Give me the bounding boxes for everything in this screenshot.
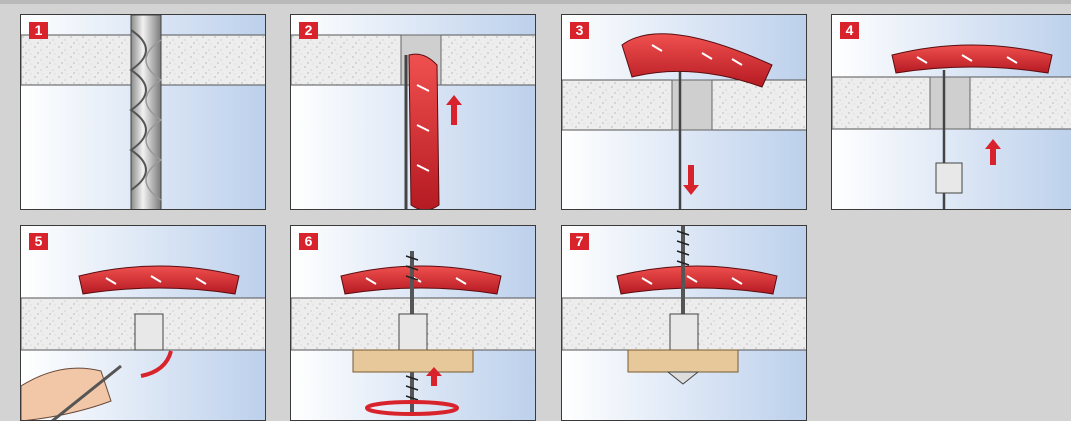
step-number-badge: 3 <box>570 22 589 39</box>
screw-fixture-illustration <box>291 226 535 420</box>
step-number-badge: 5 <box>29 233 48 250</box>
step-panel-4: 4 <box>831 14 1071 210</box>
step-number-badge: 2 <box>299 22 318 39</box>
step-panel-2: 2 <box>290 14 536 210</box>
step-number-badge: 6 <box>299 233 318 250</box>
installed-anchor-illustration <box>562 226 806 420</box>
drill-bit-illustration <box>21 15 265 209</box>
anchor-insert-illustration <box>291 15 535 209</box>
step-panel-1: 1 <box>20 14 266 210</box>
step-number-badge: 7 <box>570 233 589 250</box>
step-panel-7: 7 <box>561 225 807 421</box>
step-panel-5: 5 <box>20 225 266 421</box>
anchor-push-through-illustration <box>562 15 806 209</box>
step-panel-6: 6 <box>290 225 536 421</box>
snap-off-pull-cord-illustration <box>21 226 265 420</box>
step-number-badge: 4 <box>840 22 859 39</box>
step-panel-3: 3 <box>561 14 807 210</box>
anchor-pull-tight-illustration <box>832 15 1071 209</box>
step-number-badge: 1 <box>29 22 48 39</box>
top-bar <box>0 0 1071 4</box>
